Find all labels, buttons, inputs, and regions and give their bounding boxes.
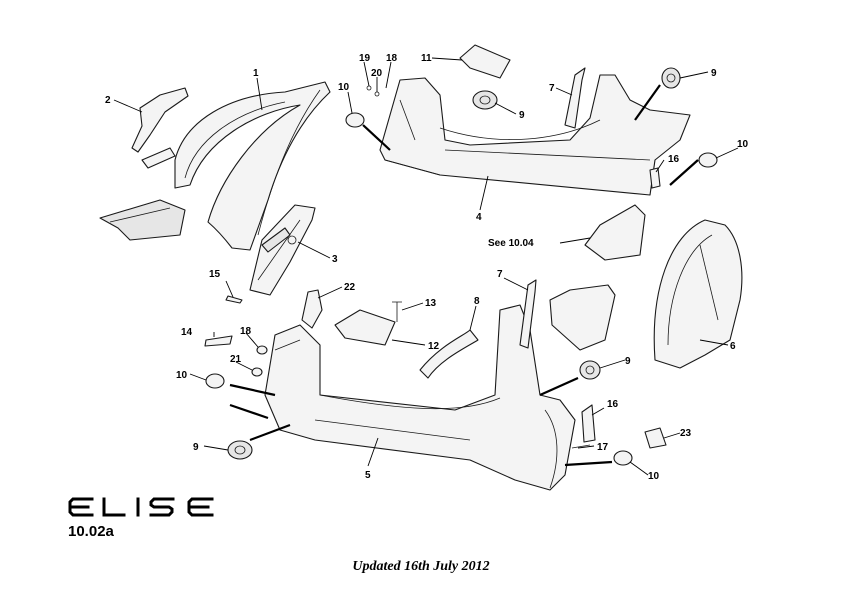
clip-23-part bbox=[644, 427, 667, 449]
callout-14: 14 bbox=[181, 327, 193, 338]
callout-18-upper: 18 bbox=[386, 53, 398, 64]
elise-logo bbox=[68, 497, 214, 517]
callout-2: 2 bbox=[105, 95, 111, 106]
side-duct-lower-part bbox=[549, 284, 616, 351]
updated-date-caption: Updated 16th July 2012 bbox=[352, 559, 490, 574]
lower-sill-panel-part bbox=[264, 304, 576, 491]
callout-15: 15 bbox=[209, 269, 221, 280]
callout-3: 3 bbox=[332, 254, 338, 265]
pad-14-part bbox=[204, 335, 233, 347]
clip-19-part bbox=[366, 85, 372, 91]
callout-23: 23 bbox=[680, 428, 692, 439]
plug-upper-right bbox=[698, 152, 718, 168]
rear-wheel-arch-part bbox=[653, 219, 743, 369]
callout-labels: 1 2 3 4 5 6 7 7 8 9 9 9 9 10 10 10 10 11… bbox=[105, 53, 749, 482]
callout-9-upper-left: 9 bbox=[519, 110, 525, 121]
guide-line bbox=[362, 124, 391, 151]
guide-line bbox=[249, 423, 291, 442]
callout-4: 4 bbox=[476, 212, 482, 223]
callout-10-upper-left: 10 bbox=[338, 82, 350, 93]
callout-see-10-04: See 10.04 bbox=[488, 238, 534, 249]
clip-20-part bbox=[374, 91, 380, 97]
callout-12: 12 bbox=[428, 341, 440, 352]
plug-18-part bbox=[256, 345, 268, 355]
callout-9-upper-right: 9 bbox=[711, 68, 717, 79]
callout-10-lower-right: 10 bbox=[648, 471, 660, 482]
guide-line bbox=[539, 376, 579, 397]
side-duct-upper-part bbox=[584, 204, 646, 261]
callout-7-upper: 7 bbox=[549, 83, 555, 94]
grommet-lower-right bbox=[579, 360, 601, 380]
callout-13: 13 bbox=[425, 298, 437, 309]
bracket-22-part bbox=[301, 289, 323, 329]
callout-20: 20 bbox=[371, 68, 383, 79]
plug-lower-left bbox=[205, 373, 225, 389]
bracket-part bbox=[131, 87, 189, 169]
callout-17: 17 bbox=[597, 442, 609, 453]
callout-22: 22 bbox=[344, 282, 356, 293]
pin-17-part bbox=[571, 444, 591, 449]
sill-bracket-part bbox=[249, 204, 316, 296]
grommet-upper-left bbox=[472, 90, 498, 110]
plug-21-part bbox=[251, 367, 263, 377]
screw-13-part bbox=[392, 301, 402, 322]
callout-11: 11 bbox=[421, 53, 432, 64]
strip-15-part bbox=[225, 295, 243, 304]
upper-sill-panel-part bbox=[379, 74, 691, 196]
figure-reference: 10.02a bbox=[68, 523, 114, 540]
callout-5: 5 bbox=[365, 470, 371, 481]
callout-10-lower-left: 10 bbox=[176, 370, 188, 381]
leader-lines bbox=[113, 57, 739, 476]
callout-16-lower: 16 bbox=[607, 399, 619, 410]
cover-plate-lower-part bbox=[334, 309, 396, 346]
callout-16-upper: 16 bbox=[668, 154, 680, 165]
callout-10-upper-right: 10 bbox=[737, 139, 749, 150]
guide-line bbox=[634, 84, 661, 121]
callout-7-lower: 7 bbox=[497, 269, 503, 280]
seal-strip-lower-part bbox=[519, 279, 537, 349]
guide-line bbox=[669, 159, 699, 186]
guide-line bbox=[229, 403, 269, 420]
cover-plate-upper-part bbox=[459, 44, 511, 79]
seal-strip-upper-part bbox=[564, 67, 586, 129]
callout-8: 8 bbox=[474, 296, 480, 307]
plug-upper-left bbox=[345, 112, 365, 128]
plug-lower-right bbox=[613, 450, 633, 466]
callout-1: 1 bbox=[253, 68, 259, 79]
callout-9-lower-right: 9 bbox=[625, 356, 631, 367]
callout-19: 19 bbox=[359, 53, 371, 64]
front-wheel-arch-part bbox=[99, 81, 331, 251]
grommet-lower-left bbox=[227, 440, 253, 460]
callout-21: 21 bbox=[230, 354, 242, 365]
clip-16-lower-part bbox=[581, 404, 596, 443]
callout-6: 6 bbox=[730, 341, 736, 352]
curved-trim-part bbox=[419, 329, 479, 379]
guide-line bbox=[229, 383, 276, 397]
grommet-upper-right bbox=[661, 67, 681, 89]
callout-18-lower: 18 bbox=[240, 326, 252, 337]
callout-9-lower-left: 9 bbox=[193, 442, 199, 453]
clip-16-upper-part bbox=[649, 167, 661, 189]
guide-line bbox=[564, 460, 613, 467]
